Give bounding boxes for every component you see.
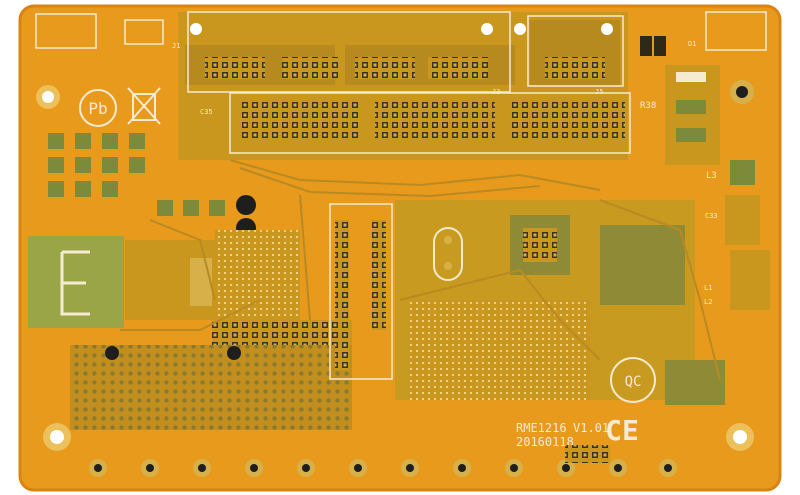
- ic-outline-left: [329, 203, 393, 380]
- ref-l2: L2: [704, 298, 712, 306]
- version-label: V1.01: [573, 421, 609, 435]
- ref-j5: J5: [595, 88, 603, 96]
- ref-l3: L3: [706, 171, 717, 181]
- weee-bin-icon: [127, 87, 161, 125]
- ref-c35: C35: [200, 108, 213, 116]
- traces: [120, 159, 721, 381]
- ref-l1: L1: [704, 284, 712, 292]
- pb-lead-free-symbol: [79, 89, 117, 127]
- ref-j3: J3: [492, 88, 500, 96]
- crystal-oscillator: [433, 227, 463, 281]
- qc-circle: [610, 357, 656, 403]
- ref-r38: R38: [640, 101, 656, 111]
- ce-mark: CE: [605, 414, 639, 447]
- qc-label: QC: [625, 374, 642, 390]
- date-label: 20160118: [516, 435, 574, 449]
- ref-d1: D1: [688, 40, 696, 48]
- model-label: RME1216: [516, 421, 567, 435]
- bottom-connector-holes: [89, 459, 677, 477]
- ref-j1: J1: [172, 42, 180, 50]
- ref-c33: C33: [705, 212, 718, 220]
- left-pad-array: [48, 133, 225, 216]
- header-strip: [229, 92, 631, 154]
- pb-label: Pb: [88, 99, 107, 118]
